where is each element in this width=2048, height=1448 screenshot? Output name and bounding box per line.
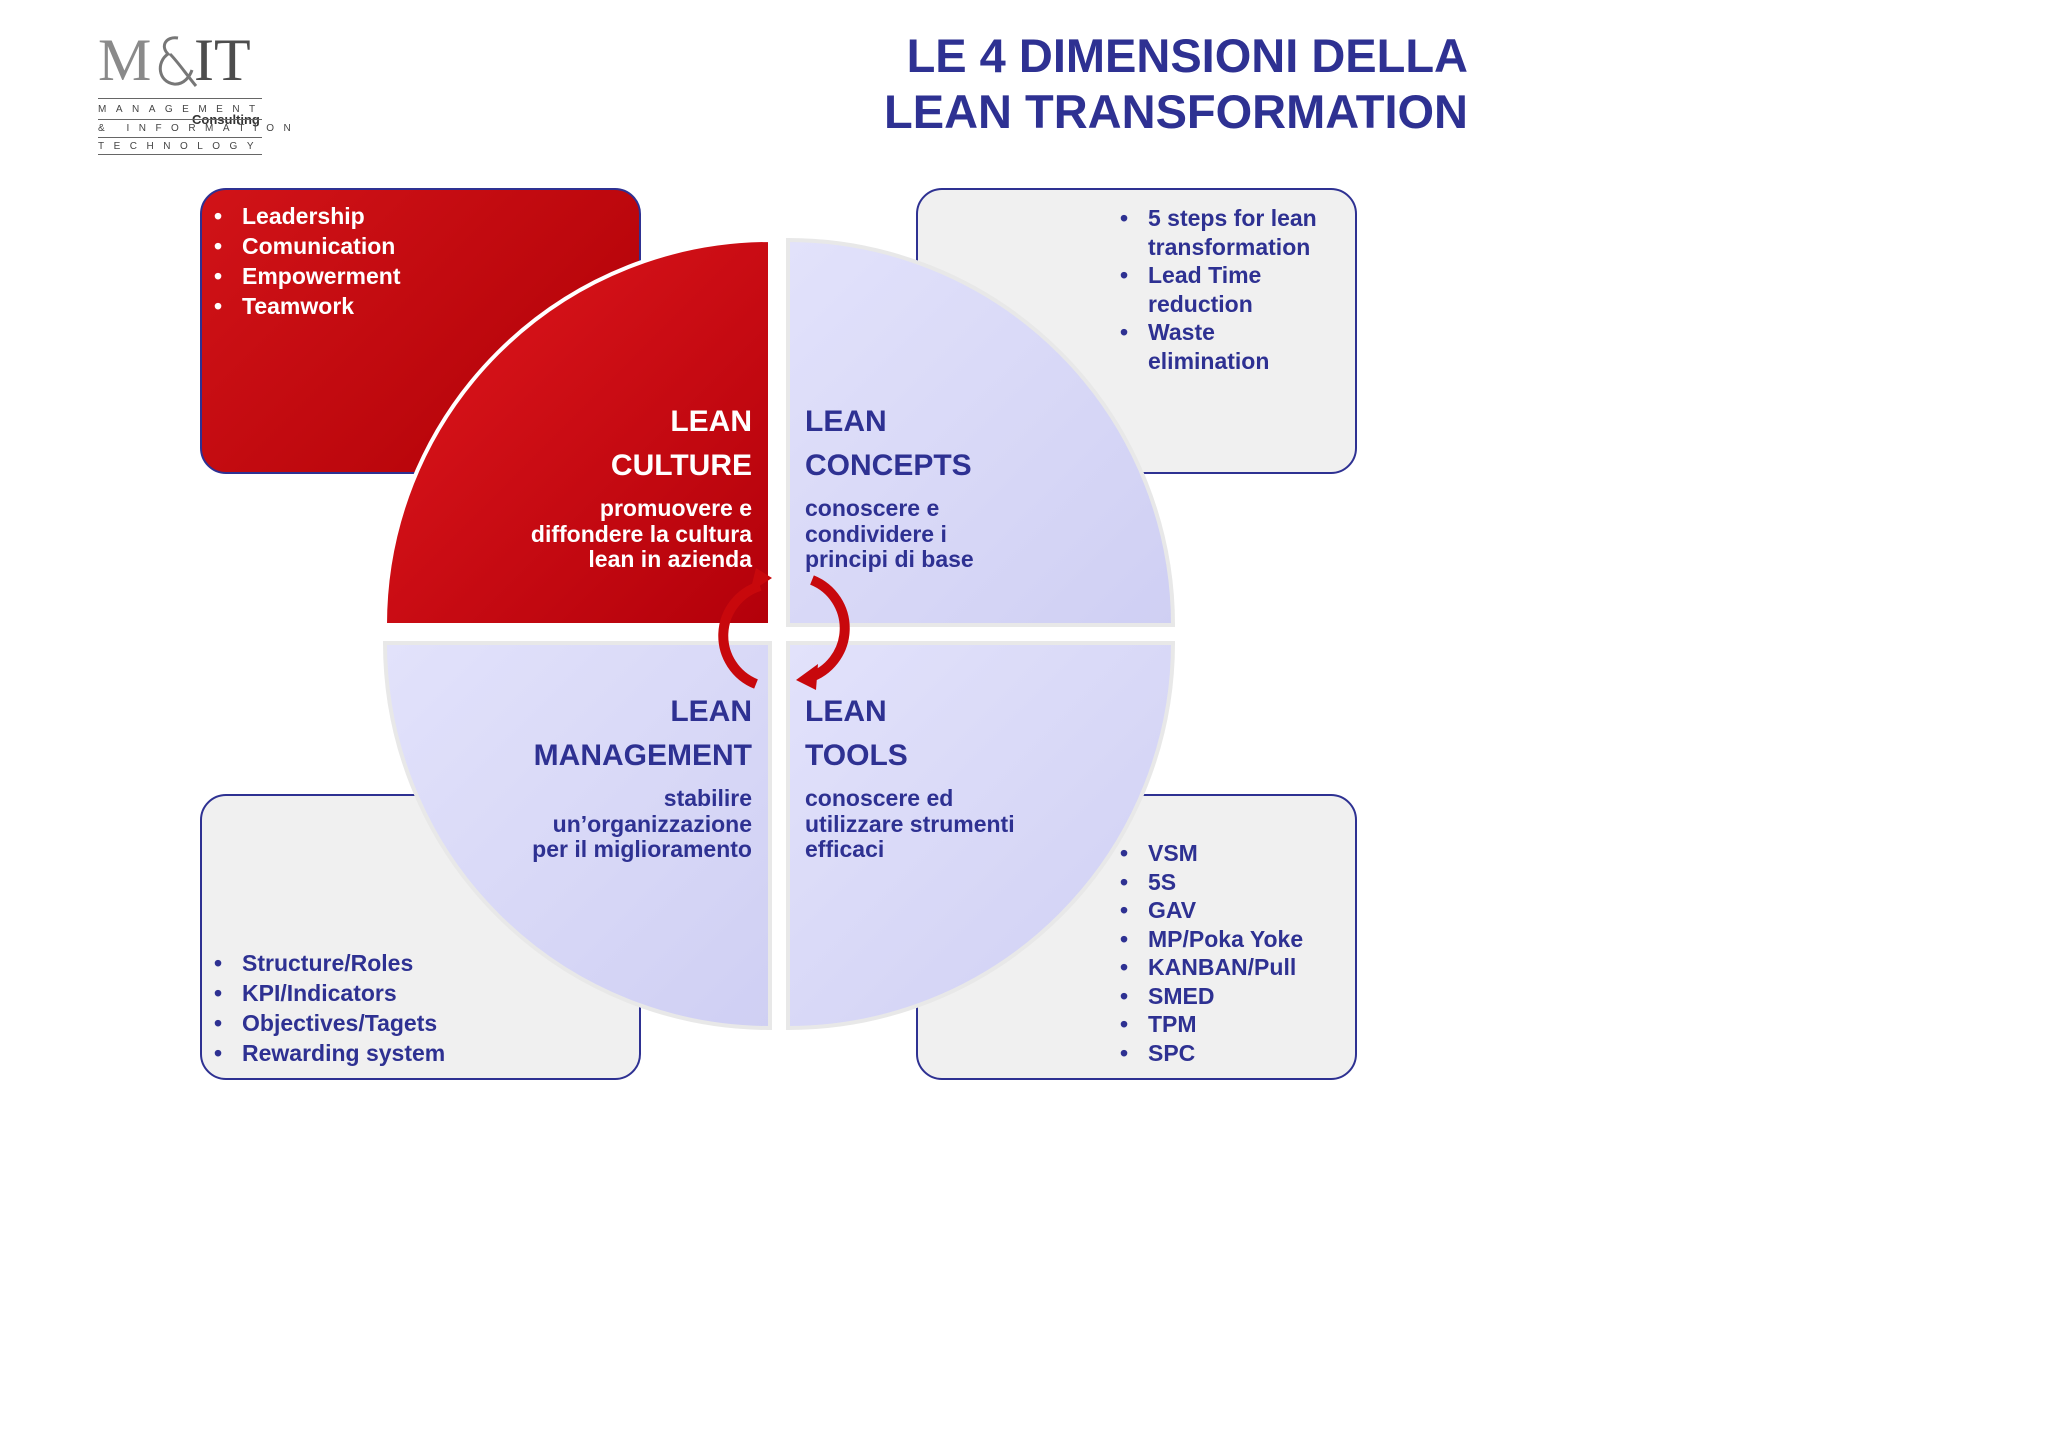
list-item: Empowerment	[214, 261, 400, 291]
logo-ampersand-icon	[158, 36, 198, 87]
list-item: Waste elimination	[1120, 318, 1342, 375]
management-label: LEAN MANAGEMENT stabilire un’organizzazi…	[532, 690, 752, 863]
culture-desc-3: lean in azienda	[588, 546, 752, 572]
concepts-desc-1: conoscere e	[805, 495, 940, 521]
list-item: Lead Time reduction	[1120, 261, 1342, 318]
logo-line-management: MANAGEMENT	[98, 104, 265, 115]
list-item: 5S	[1120, 868, 1303, 897]
list-item: Teamwork	[214, 291, 400, 321]
cycle-arrow-icon	[718, 568, 850, 690]
company-logo: M IT Consulting MANAGEMENT & INFORMATION…	[98, 27, 301, 156]
list-item: KPI/Indicators	[214, 978, 445, 1008]
management-desc-2: un’organizzazione	[552, 810, 752, 837]
concepts-desc-3: principi di base	[805, 546, 974, 572]
list-item: SPC	[1120, 1039, 1303, 1068]
quadrant-concepts	[786, 237, 1176, 627]
list-item: Comunication	[214, 231, 400, 261]
culture-label: LEAN CULTURE promuovere e diffondere la …	[531, 400, 752, 573]
list-item: KANBAN/Pull	[1120, 953, 1303, 982]
concepts-label: LEAN CONCEPTS conoscere e condividere i …	[805, 400, 974, 573]
logo-mark-it: IT	[194, 27, 251, 93]
tools-list: VSM 5S GAV MP/Poka Yoke KANBAN/Pull SMED…	[1120, 839, 1303, 1067]
management-heading-2: MANAGEMENT	[533, 739, 752, 772]
culture-list: Leadership Comunication Empowerment Team…	[214, 201, 400, 321]
management-list: Structure/Roles KPI/Indicators Objective…	[214, 948, 445, 1068]
culture-heading-2: CULTURE	[610, 449, 752, 482]
quadrant-tools	[786, 641, 1176, 1031]
title-line-1: LE 4 DIMENSIONI DELLA	[906, 29, 1468, 82]
tools-desc-2: utilizzare strumenti	[805, 810, 1015, 837]
list-item: VSM	[1120, 839, 1303, 868]
tools-label: LEAN TOOLS conoscere ed utilizzare strum…	[805, 690, 1015, 863]
concepts-heading-1: LEAN	[805, 405, 887, 438]
logo-line-information: & INFORMATION	[98, 123, 301, 134]
logo-line-technology: TECHNOLOGY	[98, 141, 264, 152]
tools-heading-1: LEAN	[805, 695, 887, 728]
logo-rule	[98, 98, 262, 99]
list-item: Leadership	[214, 201, 400, 231]
quadrant-culture	[382, 237, 772, 627]
list-item: MP/Poka Yoke	[1120, 925, 1303, 954]
logo-rule	[98, 119, 262, 120]
lean-wheel	[382, 237, 1176, 1031]
quadrant-management	[382, 641, 772, 1031]
logo-rule	[98, 137, 262, 138]
list-item: 5 steps for lean transformation	[1120, 204, 1342, 261]
management-desc-3: per il miglioramento	[532, 836, 752, 862]
page-title: LE 4 DIMENSIONI DELLA LEAN TRANSFORMATIO…	[884, 28, 1468, 140]
logo-mark-m: M	[98, 27, 151, 93]
list-item: TPM	[1120, 1010, 1303, 1039]
management-heading-1: LEAN	[670, 695, 752, 728]
concepts-heading-2: CONCEPTS	[805, 449, 972, 482]
list-item: Objectives/Tagets	[214, 1008, 445, 1038]
logo-rule	[98, 154, 262, 155]
list-item: Structure/Roles	[214, 948, 445, 978]
tools-desc-1: conoscere ed	[805, 785, 954, 811]
concepts-list: 5 steps for lean transformation Lead Tim…	[1120, 204, 1342, 375]
tools-desc-3: efficaci	[805, 836, 885, 862]
list-item: GAV	[1120, 896, 1303, 925]
culture-desc-2: diffondere la cultura	[530, 520, 752, 547]
title-line-2: LEAN TRANSFORMATION	[884, 85, 1468, 138]
management-desc-1: stabilire	[663, 785, 752, 811]
list-item: Rewarding system	[214, 1038, 445, 1068]
list-item: SMED	[1120, 982, 1303, 1011]
culture-desc-1: promuovere e	[599, 495, 752, 521]
culture-heading-1: LEAN	[670, 405, 752, 438]
tools-heading-2: TOOLS	[805, 739, 908, 772]
concepts-desc-2: condividere i	[805, 520, 947, 547]
